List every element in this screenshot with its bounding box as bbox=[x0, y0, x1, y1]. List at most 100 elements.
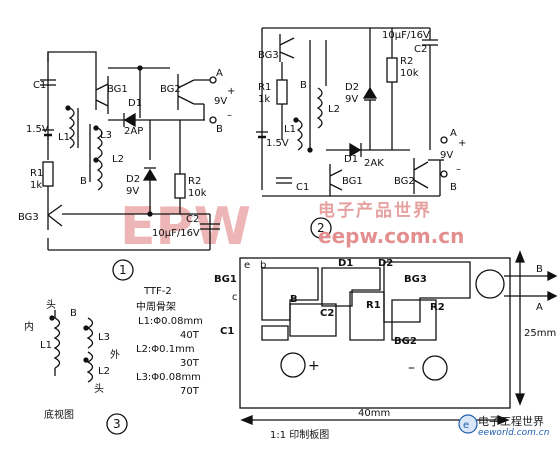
label-ttf2: TTF-2 bbox=[143, 286, 172, 297]
label-d2: D2 bbox=[345, 82, 359, 93]
label-r1: R1 bbox=[366, 300, 381, 311]
label-bg2: BG2 bbox=[394, 176, 415, 187]
label-out-b: B bbox=[536, 264, 543, 275]
label-cap: 10μF/16V bbox=[382, 30, 430, 41]
label-frame: 中周骨架 bbox=[136, 300, 176, 313]
circuit-1-labels: C1 BG1 BG2 A + 9V B – 1.5V L1 L3 D1 2AP … bbox=[18, 68, 235, 277]
circuit-2 bbox=[256, 27, 448, 239]
label-c: c bbox=[232, 292, 238, 303]
label-l3-spec: L3:Φ0.08mm bbox=[136, 372, 201, 383]
label-minus: – bbox=[408, 360, 415, 376]
label-bg1: BG1 bbox=[214, 274, 237, 285]
label-l2-turns: 30T bbox=[180, 358, 200, 369]
label-10k: 10k bbox=[400, 68, 419, 79]
label-bg3: BG3 bbox=[258, 50, 279, 61]
label-l1: L1 bbox=[284, 124, 296, 135]
label-bg2: BG2 bbox=[394, 336, 417, 347]
label-l2: L2 bbox=[328, 104, 340, 115]
label-b: B bbox=[300, 80, 307, 91]
label-r2: R2 bbox=[188, 176, 201, 187]
circuit-2-labels: BG3 10μF/16V C2 R1 1k B D2 9V R2 10k L2 … bbox=[258, 30, 466, 235]
label-l1-turns: 40T bbox=[180, 330, 200, 341]
label-bg3: BG3 bbox=[404, 274, 427, 285]
label-l3: L3 bbox=[100, 130, 112, 141]
label-out-a: A bbox=[536, 302, 543, 313]
label-plus: + bbox=[308, 358, 320, 374]
watermark-logo: EPW bbox=[120, 197, 251, 257]
label-d1: D1 bbox=[344, 154, 358, 165]
label-minus: – bbox=[456, 164, 461, 175]
label-r1: R1 bbox=[30, 168, 43, 179]
label-b-term: B bbox=[450, 182, 457, 193]
label-c2: C2 bbox=[186, 214, 199, 225]
label-1k: 1k bbox=[258, 94, 270, 105]
label-l1: L1 bbox=[40, 340, 52, 351]
label-e: e bbox=[244, 260, 250, 271]
label-1k: 1k bbox=[30, 180, 42, 191]
label-c1: C1 bbox=[220, 326, 234, 337]
label-l3-turns: 70T bbox=[180, 386, 200, 397]
pcb-labels: BG1 e b c C1 B C2 D1 D2 BG3 R1 R2 BG2 + … bbox=[214, 258, 556, 441]
label-b: b bbox=[260, 260, 266, 271]
label-plus: + bbox=[227, 86, 235, 97]
svg-text:e: e bbox=[463, 420, 469, 431]
label-a: A bbox=[216, 68, 223, 79]
label-bg2: BG2 bbox=[160, 84, 181, 95]
label-l3: L3 bbox=[98, 332, 110, 343]
label-2ak: 2AK bbox=[364, 158, 384, 169]
label-tou-bottom: 头 bbox=[94, 383, 104, 395]
label-c1: C1 bbox=[33, 80, 46, 91]
label-d2: D2 bbox=[126, 174, 140, 185]
label-l2-spec: L2:Φ0.1mm bbox=[136, 344, 195, 355]
label-tou-top: 头 bbox=[46, 299, 56, 311]
label-40mm: 40mm bbox=[358, 408, 390, 419]
label-b: B bbox=[70, 308, 77, 319]
label-wai: 外 bbox=[110, 349, 120, 361]
label-l2: L2 bbox=[98, 366, 110, 377]
label-minus: – bbox=[227, 110, 232, 121]
label-25mm: 25mm bbox=[524, 328, 556, 339]
label-r2: R2 bbox=[400, 56, 413, 67]
label-l2: L2 bbox=[112, 154, 124, 165]
label-bg3: BG3 bbox=[18, 212, 39, 223]
pcb-layout bbox=[239, 250, 558, 425]
label-c2: C2 bbox=[414, 44, 427, 55]
circled-number-1: 1 bbox=[119, 263, 127, 277]
label-plus: + bbox=[458, 138, 466, 149]
label-9v: 9V bbox=[345, 94, 358, 105]
label-10k: 10k bbox=[188, 188, 207, 199]
watermark-text: 电子产品世界 bbox=[318, 201, 432, 221]
coil-diagram bbox=[49, 310, 128, 435]
circled-number-2: 2 bbox=[317, 221, 325, 235]
label-bottom-view: 底视图 bbox=[44, 408, 74, 421]
label-c1: C1 bbox=[296, 182, 309, 193]
label-2ap: 2AP bbox=[124, 126, 143, 137]
label-1v5: 1.5V bbox=[266, 138, 289, 149]
label-b: B bbox=[216, 124, 223, 135]
label-cap: 10μF/16V bbox=[152, 228, 200, 239]
label-9v-out: 9V bbox=[440, 150, 453, 161]
logo-text: 电子工程世界 bbox=[478, 415, 544, 428]
label-r2: R2 bbox=[430, 302, 445, 313]
label-B: B bbox=[290, 294, 298, 305]
label-d1: D1 bbox=[128, 98, 142, 109]
label-l1: L1 bbox=[58, 132, 70, 143]
label-bg1: BG1 bbox=[107, 84, 128, 95]
label-9v-zener: 9V bbox=[126, 186, 139, 197]
pcb-caption: 1:1 印制板图 bbox=[270, 428, 329, 441]
label-core-b: B bbox=[80, 176, 87, 187]
circuit-1 bbox=[40, 51, 220, 281]
label-d2: D2 bbox=[378, 258, 393, 269]
watermark-url: eepw.com.cn bbox=[318, 224, 465, 248]
label-9v: 9V bbox=[214, 96, 227, 107]
label-r1: R1 bbox=[258, 82, 271, 93]
svg-text:EPW: EPW bbox=[120, 197, 251, 257]
label-bg1: BG1 bbox=[342, 176, 363, 187]
label-l1-spec: L1:Φ0.08mm bbox=[138, 316, 203, 327]
label-c2: C2 bbox=[320, 308, 334, 319]
label-a: A bbox=[450, 128, 457, 139]
logo-url: eeworld.com.cn bbox=[478, 428, 550, 438]
eeworld-logo: e bbox=[458, 414, 478, 434]
label-1v5: 1.5V bbox=[26, 124, 49, 135]
